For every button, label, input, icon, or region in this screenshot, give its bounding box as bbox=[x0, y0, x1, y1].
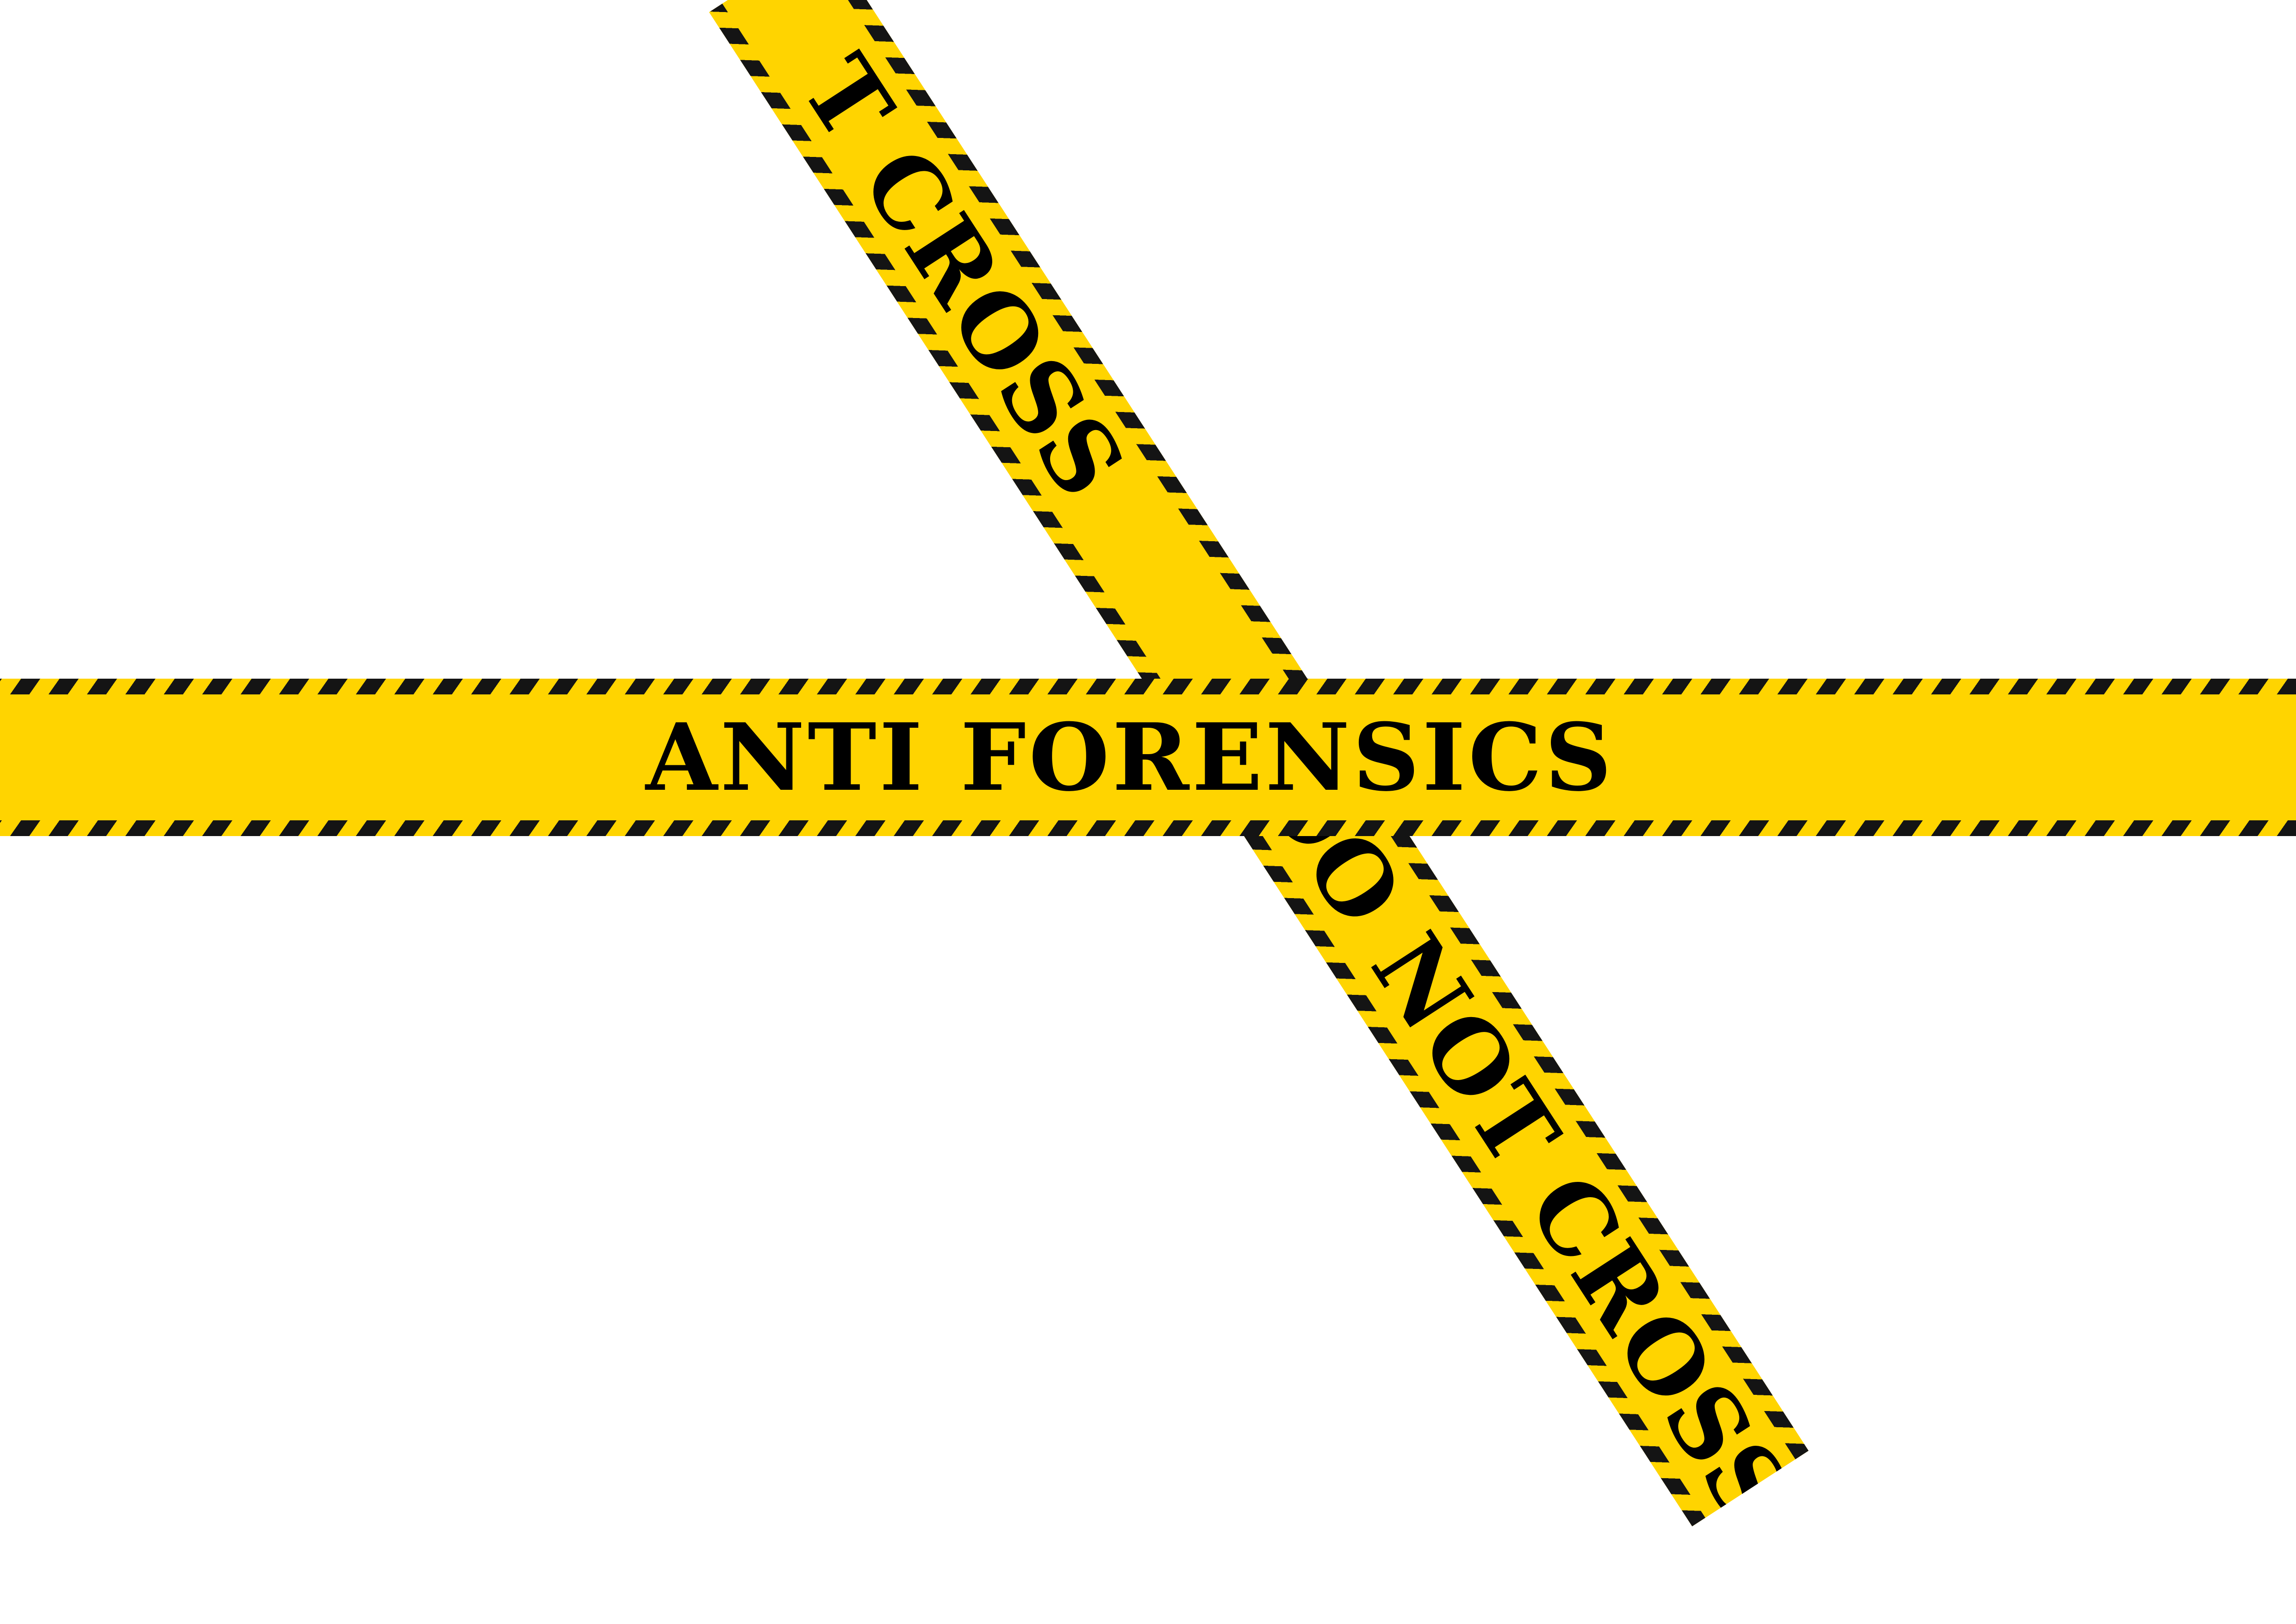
tape-text-cross: T CROSS bbox=[780, 36, 1148, 518]
tape-stripe-edge-bottom bbox=[0, 820, 2296, 836]
anti-forensics-tape: ANTI FORENSICS bbox=[0, 679, 2296, 836]
tape-stripe-edge-top bbox=[0, 679, 2296, 694]
tape-text-do-not-cross: DO NOT CROSS bbox=[1236, 739, 1809, 1527]
tape-text-anti-forensics: ANTI FORENSICS bbox=[646, 703, 1615, 812]
